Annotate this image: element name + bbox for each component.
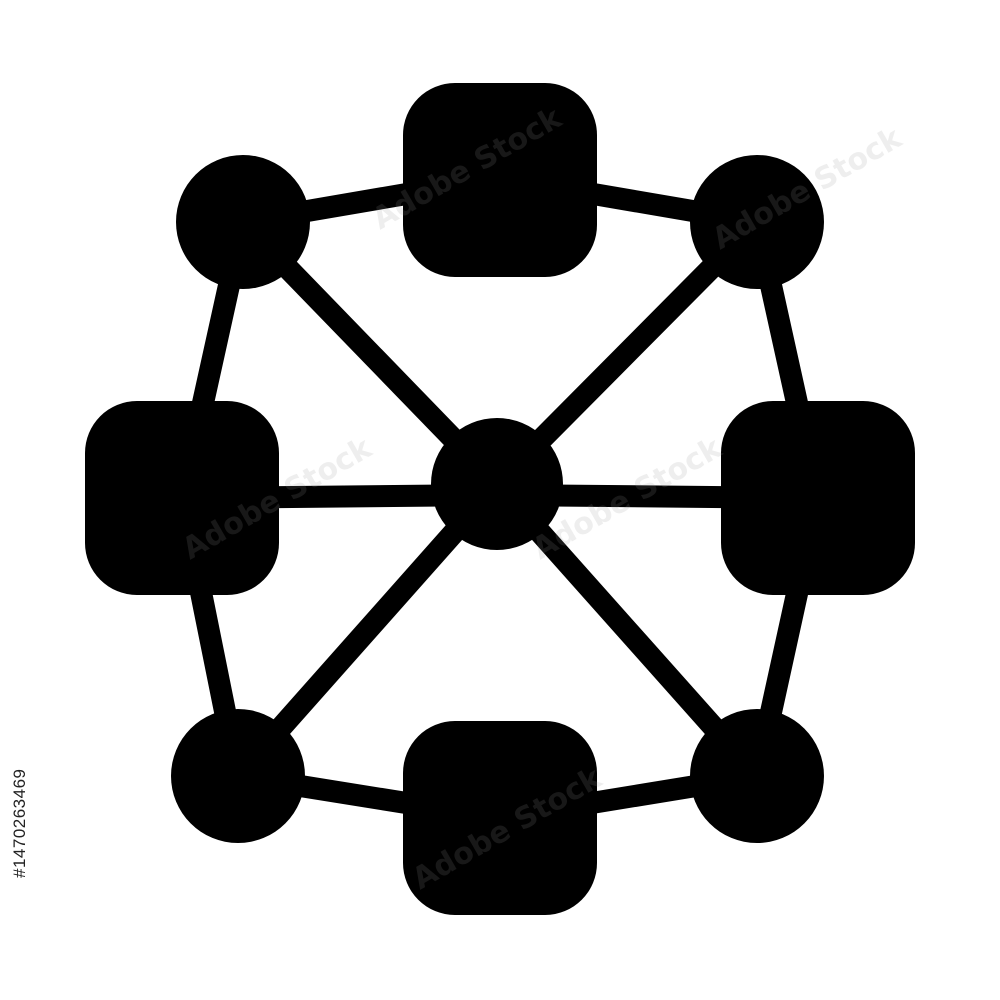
node-circle-center — [431, 418, 563, 550]
node-circle-topleft — [176, 155, 310, 289]
node-square-bottom — [403, 721, 597, 915]
node-square-right — [721, 401, 915, 595]
node-circle-topright — [690, 155, 824, 289]
node-square-top — [403, 83, 597, 277]
node-square-left — [85, 401, 279, 595]
node-circle-bottomright — [690, 709, 824, 843]
stock-id-label: #1470263469 — [10, 768, 29, 878]
nodes — [85, 83, 915, 915]
node-circle-bottomleft — [171, 709, 305, 843]
